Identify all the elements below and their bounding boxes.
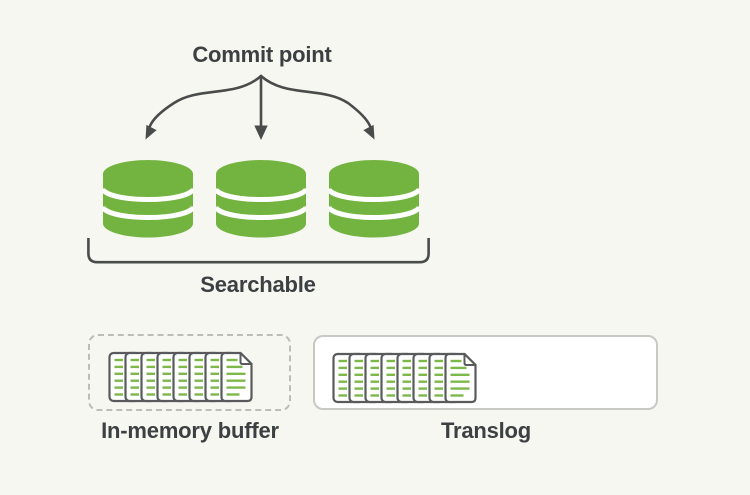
database-cylinder-icon	[103, 160, 193, 238]
document-stack-svg	[332, 352, 477, 404]
commit-point-label: Commit point	[192, 42, 332, 67]
page-fold-corner	[463, 353, 477, 366]
page-fold-corner	[239, 352, 253, 365]
in-memory-buffer-box	[88, 334, 291, 411]
translog-box	[313, 335, 658, 410]
segments-row	[103, 160, 419, 238]
branch-arrows-icon	[128, 70, 392, 148]
branch-arrows-svg	[145, 74, 375, 140]
group-bracket-svg	[87, 237, 430, 264]
database-cylinder-icon	[216, 160, 306, 238]
in-memory-buffer-label: In-memory buffer	[101, 418, 279, 443]
document-stack-icon	[108, 351, 253, 408]
searchable-label: Searchable	[200, 272, 316, 297]
group-bracket-icon	[87, 237, 430, 265]
translog-label: Translog	[440, 418, 532, 443]
document-stack-svg	[108, 351, 253, 403]
document-stack-icon	[332, 352, 477, 409]
database-cylinder-icon	[329, 160, 419, 238]
